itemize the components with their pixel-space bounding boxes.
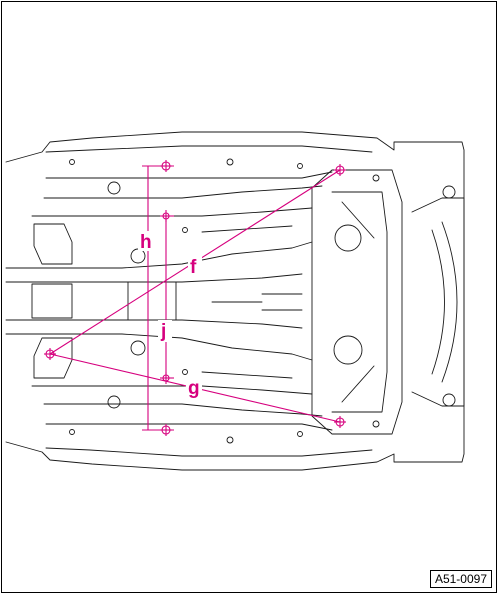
label-h: h: [140, 232, 152, 253]
underbody-outline: [5, 131, 465, 471]
label-g: g: [188, 378, 200, 399]
spare-wheel-well: [411, 197, 465, 407]
rear-crossmember: [311, 169, 403, 435]
point-marker-h-bottom: [160, 424, 172, 436]
point-marker-upper-right: [334, 164, 346, 176]
center-tunnel: [5, 241, 313, 361]
figure-id: A51-0097: [429, 570, 492, 588]
lower-sill: [45, 423, 373, 457]
point-marker-h-top: [160, 160, 172, 172]
point-marker-lower-right: [334, 416, 346, 428]
point-marker-left: [44, 348, 56, 360]
upper-sill: [45, 145, 373, 179]
front-left-mount: [33, 223, 73, 265]
label-f: f: [190, 257, 197, 278]
measurement-label-group: h f j g: [138, 231, 202, 400]
point-marker-j-bottom: [162, 372, 170, 384]
label-j: j: [160, 321, 166, 342]
point-marker-j-top: [162, 210, 170, 222]
measurement-points: [44, 160, 346, 436]
front-right-mount: [33, 337, 73, 379]
